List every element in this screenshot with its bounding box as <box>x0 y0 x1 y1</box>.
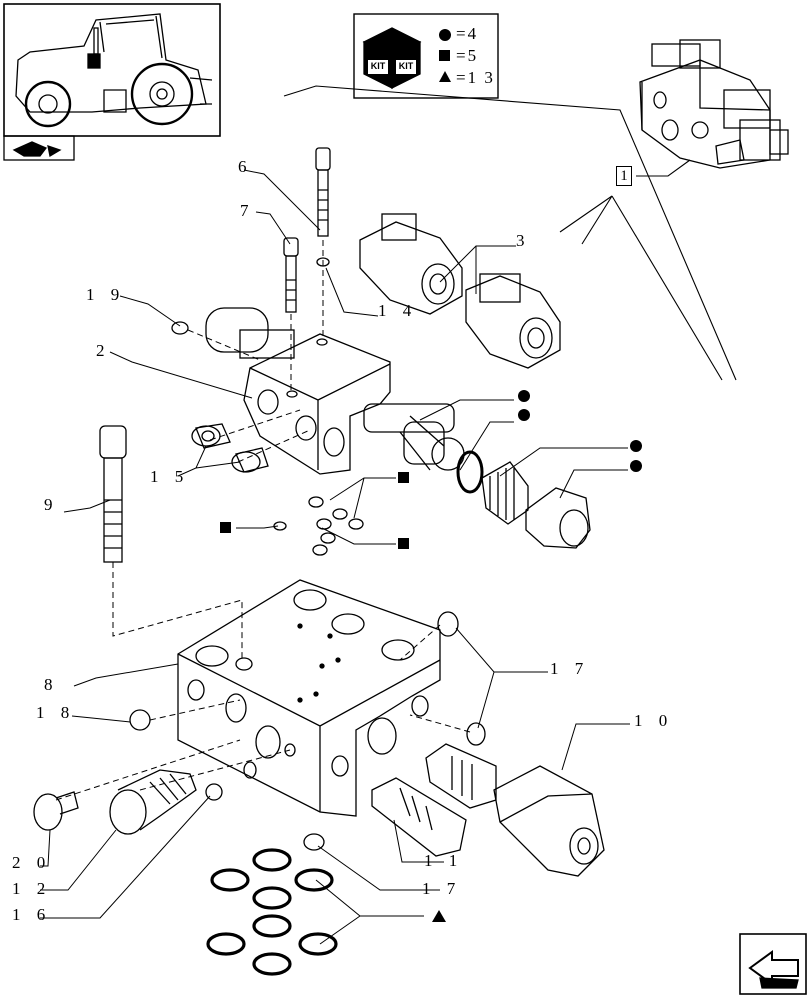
callout-15[interactable]: 1 5 <box>150 467 190 486</box>
callout-2[interactable]: 2 <box>96 341 111 360</box>
plug-18 <box>129 709 151 731</box>
callout-18[interactable]: 1 8 <box>36 703 76 722</box>
plug-17-upper <box>437 611 459 637</box>
assembled-valve-image <box>639 39 789 169</box>
callout-19[interactable]: 1 9 <box>86 285 126 304</box>
plug-16 <box>205 783 223 801</box>
plug-15 <box>191 423 269 473</box>
plug-20 <box>33 791 79 831</box>
spool <box>363 403 465 471</box>
main-block-8 <box>177 579 441 817</box>
o-ring <box>456 450 484 494</box>
callout-3[interactable]: 3 <box>516 231 531 250</box>
kit-legend-square: =5 <box>456 46 479 65</box>
cap <box>525 487 591 549</box>
plug-19 <box>171 321 189 335</box>
coil-3-upper <box>359 213 463 315</box>
kit-label-right: KIT <box>398 61 414 71</box>
callout-7[interactable]: 7 <box>240 201 255 220</box>
kit-box-icon <box>362 27 422 90</box>
tractor-thumbnail-icon <box>3 3 221 161</box>
kit-legend-triangle: =1 3 <box>456 68 495 87</box>
valve-body-2 <box>205 307 391 475</box>
solenoid-10 <box>425 743 605 877</box>
callout-8[interactable]: 8 <box>44 675 59 694</box>
kit-legend-circle: =4 <box>456 24 479 43</box>
callout-16[interactable]: 1 6 <box>12 905 52 924</box>
screw-9 <box>99 425 127 563</box>
callout-12[interactable]: 1 2 <box>12 879 52 898</box>
small-plug <box>466 722 486 746</box>
coil-3-lower <box>465 273 561 369</box>
callout-17-upper[interactable]: 1 7 <box>550 659 590 678</box>
callout-11[interactable]: 1 1 <box>424 851 464 870</box>
kit-label-left: KIT <box>370 61 386 71</box>
screw-6 <box>315 147 331 237</box>
callout-20[interactable]: 2 0 <box>12 853 52 872</box>
callout-6[interactable]: 6 <box>238 157 253 176</box>
book-arrow-icon <box>12 141 62 158</box>
nut <box>481 461 529 525</box>
next-page-arrow-icon[interactable] <box>739 933 807 995</box>
cartridge-12 <box>109 769 197 835</box>
cartridge-11 <box>371 777 467 857</box>
screw-7 <box>283 237 299 313</box>
small-seals <box>273 496 364 556</box>
reference-box-1: 1 <box>616 166 632 186</box>
callout-14[interactable]: 1 4 <box>378 301 418 320</box>
callout-10[interactable]: 1 0 <box>634 711 674 730</box>
callout-9[interactable]: 9 <box>44 495 59 514</box>
o-ring-set <box>206 848 338 976</box>
plug-17-lower <box>303 833 325 851</box>
callout-17-lower[interactable]: 1 7 <box>422 879 462 898</box>
